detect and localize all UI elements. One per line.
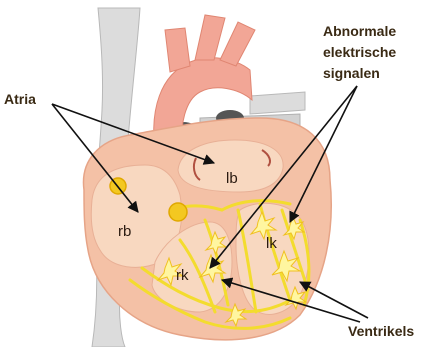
label-abnormal-line-1: Abnormale xyxy=(323,23,396,39)
label-abnormal-line-3: signalen xyxy=(323,65,380,81)
label-right-ventricle: rk xyxy=(176,267,189,284)
aorta-branch-2 xyxy=(195,15,225,60)
label-left-atrium: lb xyxy=(226,170,238,187)
label-ventricles: Ventrikels xyxy=(348,323,414,339)
label-abnormal-line-2: elektrische xyxy=(323,44,396,60)
label-right-atrium: rb xyxy=(118,223,131,240)
label-atria: Atria xyxy=(4,91,36,107)
pulmonary-vein-upper xyxy=(250,92,305,114)
atrioventricular-node xyxy=(169,203,187,221)
aorta-branch-1 xyxy=(165,28,190,72)
aorta-branch-3 xyxy=(220,22,255,66)
label-left-ventricle: lk xyxy=(266,235,277,252)
